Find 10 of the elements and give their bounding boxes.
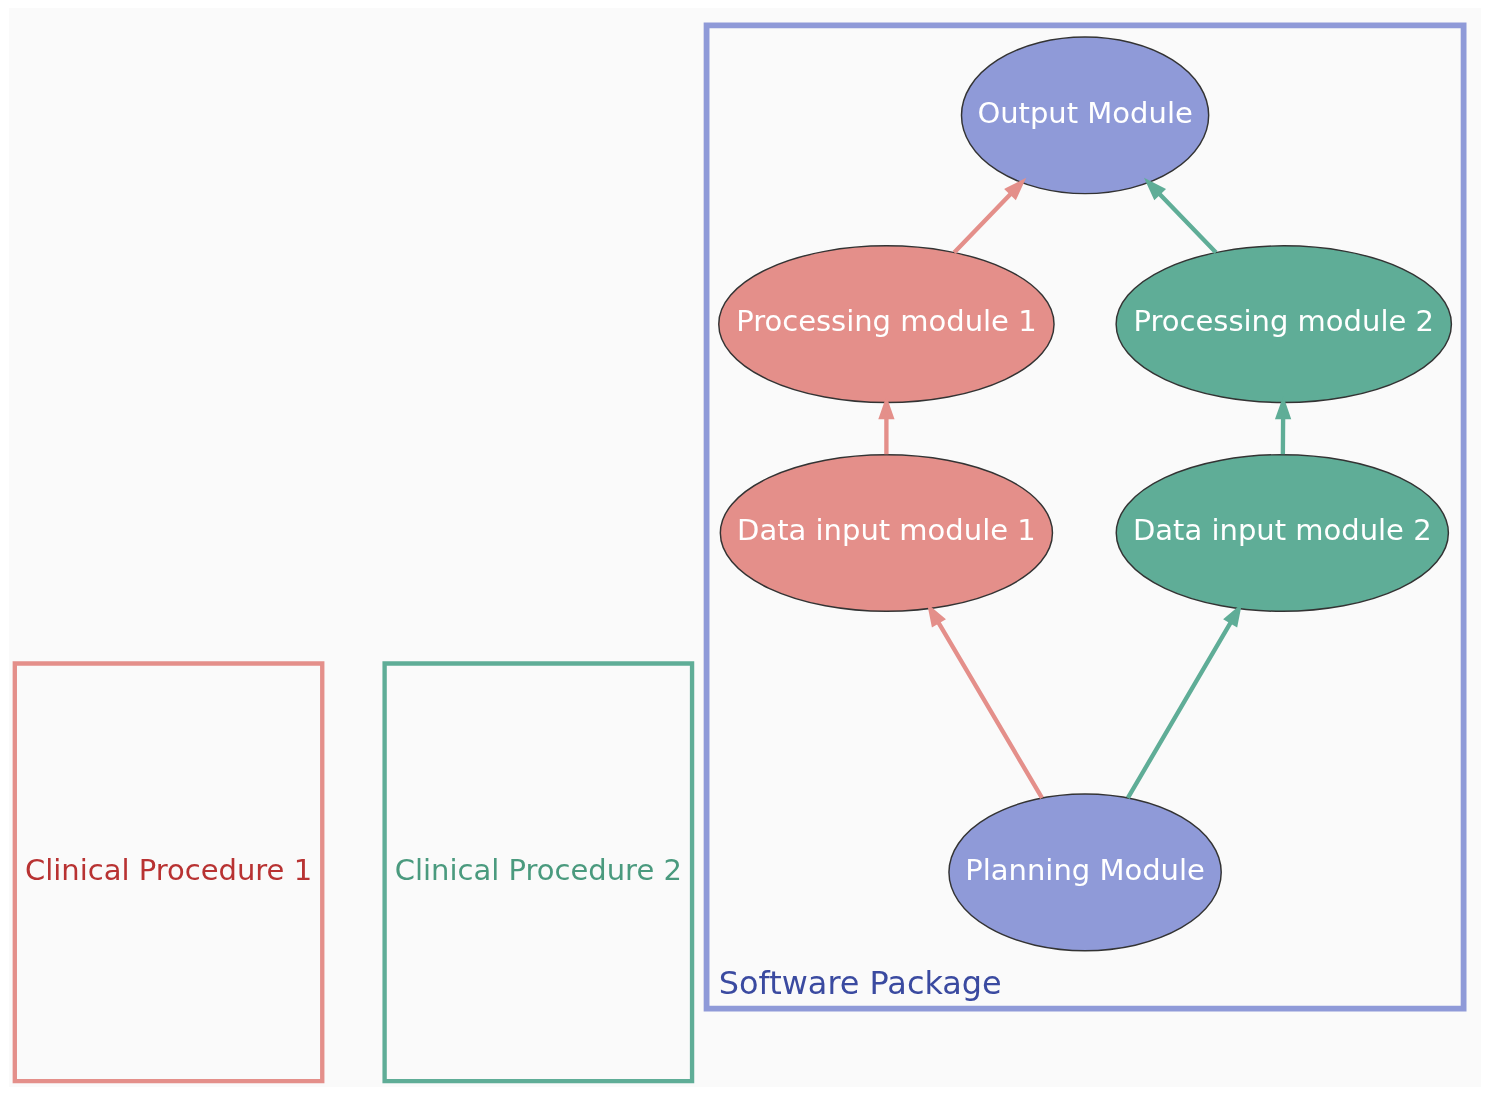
node-ellipse: Processing module 1 xyxy=(717,245,1055,404)
node-box: Clinical Procedure 2 xyxy=(381,661,694,1084)
node-ellipse: Data input module 1 xyxy=(719,453,1053,613)
node-ellipse: Processing module 2 xyxy=(1114,245,1452,404)
node-ellipse: Output Module xyxy=(960,36,1209,195)
node-ellipse: Planning Module xyxy=(947,793,1222,952)
node-box: Clinical Procedure 1 xyxy=(12,661,324,1084)
node-ellipse: Data input module 2 xyxy=(1115,453,1449,613)
arrow xyxy=(952,177,1026,254)
arrow xyxy=(1143,177,1217,254)
